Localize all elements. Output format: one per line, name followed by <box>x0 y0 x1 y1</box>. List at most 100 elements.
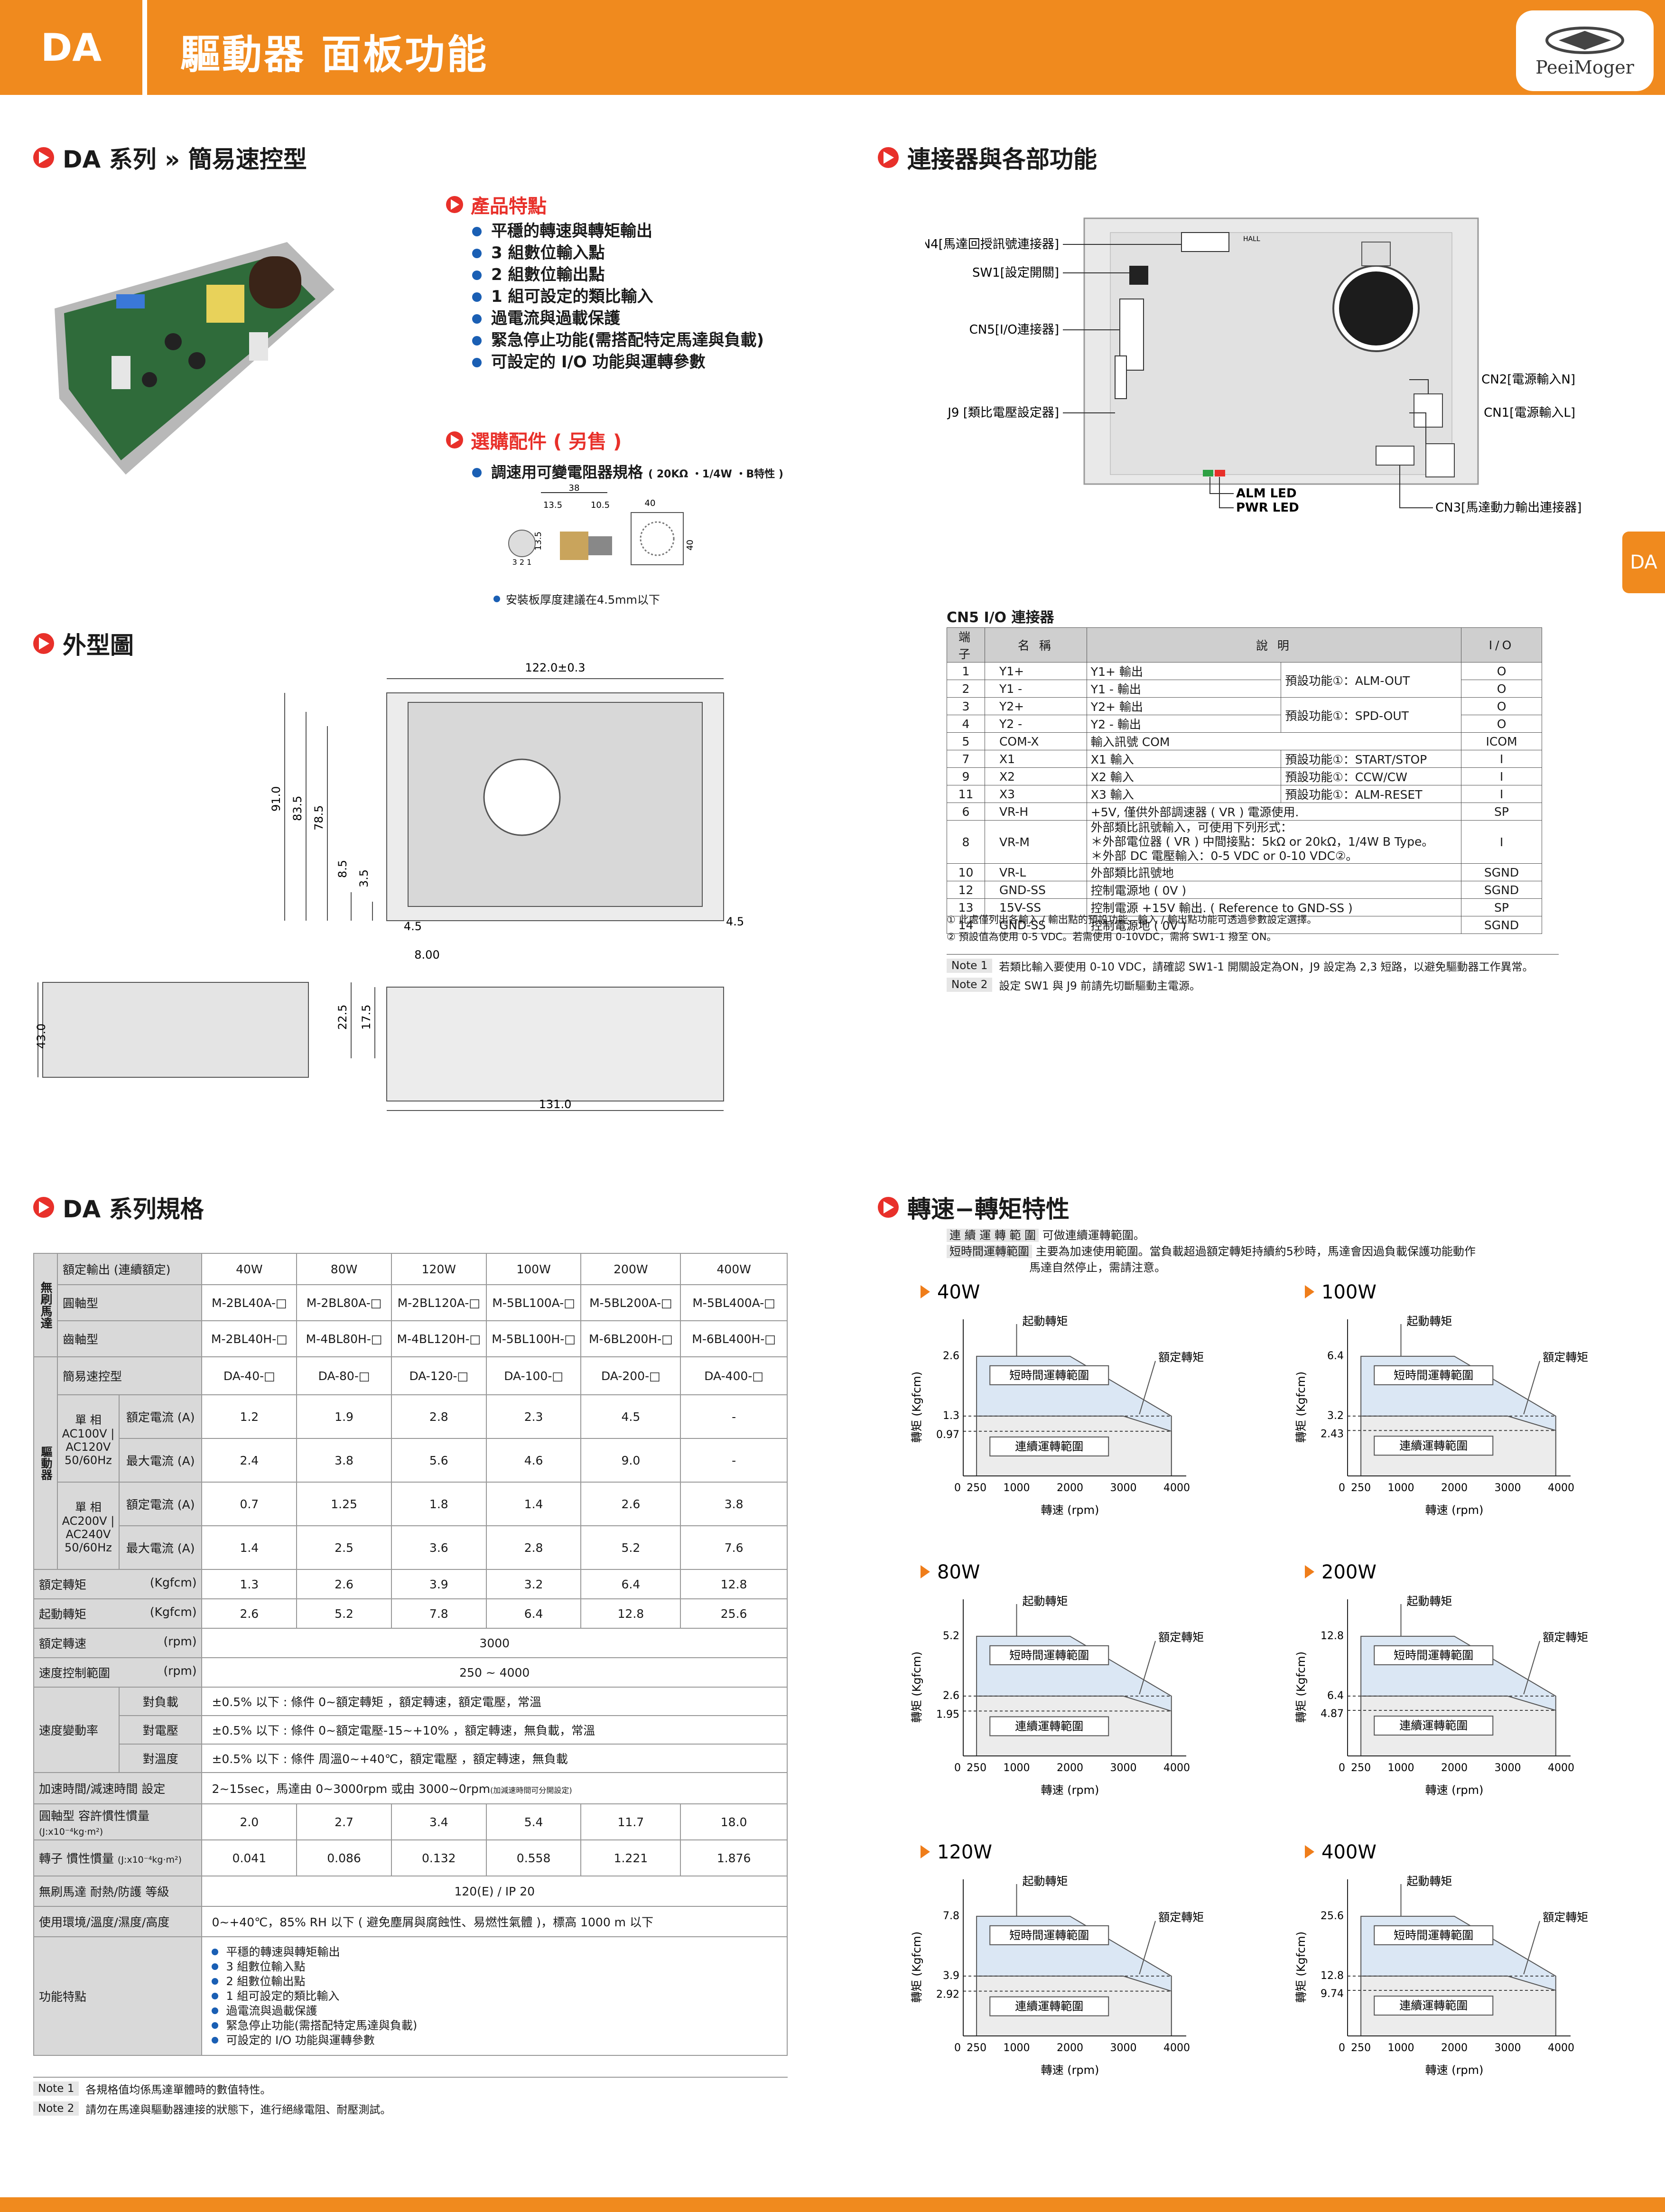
dim-label: 122.0±0.3 <box>525 661 586 674</box>
y-tick-label: 25.6 <box>1321 1910 1344 1922</box>
x-tick-label: 2000 <box>1441 1762 1468 1774</box>
y-tick-label: 5.2 <box>943 1630 959 1642</box>
table-header-row: 端 子 名 稱 說 明 I/O <box>947 627 1542 663</box>
section-spec: DA 系列規格 <box>33 1190 204 1224</box>
cell: DA-80-□ <box>296 1356 392 1395</box>
cell: ICOM <box>1461 732 1542 750</box>
x-tick-label: 4000 <box>1548 1482 1574 1494</box>
voltage-label: 單 相 AC200V | AC240V 50/60Hz <box>56 1482 120 1570</box>
feature-item: 過電流與過載保護 <box>472 308 764 329</box>
cell: 0.558 <box>485 1839 582 1876</box>
features-list: 平穩的轉速與轉矩輸出 3 組數位輸入點 2 組數位輸出點 1 組可設定的類比輸入… <box>472 220 764 373</box>
y-axis-label: 轉矩 (Kgfcm) <box>910 1932 923 2003</box>
dim-label: 83.5 <box>291 796 304 821</box>
cell: 1 <box>947 662 985 680</box>
label-cn5: CN5[I/O連接器] <box>969 323 1059 337</box>
section-series: DA 系列 » 簡易速控型 <box>33 140 307 175</box>
column-header: 端 子 <box>947 627 985 663</box>
vr-dim: 40 <box>685 540 695 551</box>
options-title: 選購配件 ( 另售 ) <box>471 431 622 453</box>
cell: 7 <box>947 750 985 768</box>
cell: M-2BL80A-□ <box>296 1284 392 1321</box>
x-tick-label: 1000 <box>1388 1762 1414 1774</box>
cell: COM-X <box>984 732 1087 750</box>
group-label: 驅動器 <box>38 1446 52 1480</box>
x-tick-label: 0 <box>954 1762 961 1774</box>
row-label: 齒軸型 <box>56 1320 203 1357</box>
cell: 12.8 <box>580 1598 681 1629</box>
y-tick-label: 3.9 <box>943 1970 959 1982</box>
chart-title: 400W <box>1321 1841 1377 1863</box>
cell: M-5BL100A-□ <box>485 1284 582 1321</box>
vr-dim: 13.5 <box>533 532 543 551</box>
outline-drawing: 122.0±0.3 91.0 83.5 78.5 8.5 3.5 4.5 4.5… <box>35 661 744 1111</box>
cell: M-2BL120A-□ <box>391 1284 487 1321</box>
cell: 13 <box>947 898 985 916</box>
dim-label: 91.0 <box>270 786 283 812</box>
chart-title: 120W <box>937 1841 992 1863</box>
cell: 4 <box>947 715 985 733</box>
cell: ±0.5% 以下 : 條件 0~額定轉矩 ，額定轉速，額定電壓，常溫 <box>201 1687 788 1716</box>
title-marker-icon <box>1305 1845 1314 1858</box>
cell: Y2+ 輸出 <box>1086 697 1282 715</box>
start-torque-label: 起動轉矩 <box>1023 1595 1068 1608</box>
cell: VR-M <box>984 820 1087 864</box>
x-tick-label: 250 <box>1351 1762 1371 1774</box>
cn5-connector <box>1119 299 1144 371</box>
x-tick-label: 2000 <box>1057 1762 1083 1774</box>
row-unit: (rpm) <box>163 1664 197 1678</box>
features-heading: 產品特點 <box>446 191 547 218</box>
row-label: 起動轉矩(Kgfcm) <box>33 1598 203 1629</box>
legend-row: 連 續 運 轉 範 圍 可做連續運轉範圍。 <box>947 1227 1476 1243</box>
y-axis-label: 轉矩 (Kgfcm) <box>910 1372 923 1443</box>
y-axis-label: 轉矩 (Kgfcm) <box>1294 1372 1308 1443</box>
pwr-led <box>1203 470 1213 476</box>
side-tab[interactable]: DA <box>1622 532 1665 593</box>
continuous-label-box <box>1374 1436 1494 1456</box>
table-row: 速度變動率 對負載 ±0.5% 以下 : 條件 0~額定轉矩 ，額定轉速，額定電… <box>33 1687 788 1773</box>
cn1-connector <box>1425 443 1455 477</box>
cn4-connector <box>1181 232 1229 252</box>
x-tick-label: 1000 <box>1388 2042 1414 2054</box>
table-row: 加速時間/減速時間 設定 2~15sec，馬達由 0~3000rpm 或由 30… <box>33 1772 788 1804</box>
note-key: Note 1 <box>947 959 993 973</box>
cell: 3.2 <box>485 1569 582 1599</box>
row-label: 額定電流 (A) <box>118 1394 203 1439</box>
cell: 5.4 <box>485 1803 582 1840</box>
cell: 6.4 <box>580 1569 681 1599</box>
y-tick-label: 2.6 <box>943 1350 959 1362</box>
page-title: 驅動器 面板功能 <box>180 31 489 78</box>
table-row: 無刷馬達 耐熱/防護 等級 120(E) / IP 20 <box>33 1876 788 1907</box>
start-torque-label: 起動轉矩 <box>1023 1315 1068 1328</box>
cell: 0.7 <box>201 1482 298 1526</box>
column-header: I/O <box>1461 627 1542 663</box>
cell: 預設功能①：CCW/CW <box>1281 767 1462 785</box>
y-tick-label: 12.8 <box>1321 1630 1344 1642</box>
row-group: 無刷馬達 <box>33 1253 58 1357</box>
dim-label: 78.5 <box>312 805 326 831</box>
func-list: 平穩的轉速與轉矩輸出 3 組數位輸入點 2 組數位輸出點 1 組可設定的類比輸入… <box>212 1945 785 2048</box>
note-key: Note 2 <box>33 2101 79 2116</box>
chart-title: 80W <box>937 1561 980 1583</box>
cell: - <box>680 1394 788 1439</box>
cell: 14 <box>947 916 985 934</box>
arrow-icon <box>33 1197 54 1218</box>
cell: X1 <box>984 750 1087 768</box>
table-row: 功能特點 平穩的轉速與轉矩輸出 3 組數位輸入點 2 組數位輸出點 1 組可設定… <box>33 1936 788 2056</box>
cell: 預設功能①：SPD-OUT <box>1281 697 1462 733</box>
x-axis-label: 轉速 (rpm) <box>1041 1503 1099 1517</box>
cell: 5 <box>947 732 985 750</box>
row-label-text: 轉子 慣性慣量 <box>39 1852 114 1866</box>
sw1-switch <box>1129 266 1148 285</box>
continuous-label-box <box>989 1996 1109 2016</box>
brand-name: PeeiMoger <box>1535 57 1634 78</box>
dim-label: 4.5 <box>404 920 422 933</box>
alm-led <box>1215 470 1225 476</box>
